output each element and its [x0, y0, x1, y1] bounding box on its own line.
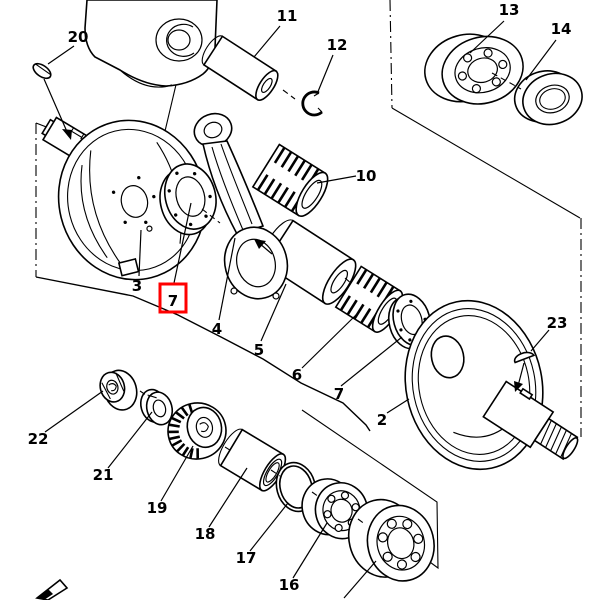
group-bracket-line	[35, 276, 371, 432]
oil-seal-14	[513, 70, 583, 126]
leader-6	[301, 312, 359, 369]
leader-16	[292, 522, 328, 579]
crank-wheel-left-3	[57, 119, 207, 281]
part-label-22[interactable]: 22	[28, 430, 49, 448]
part-label-20[interactable]: 20	[68, 28, 89, 46]
pinion-gear-19	[167, 402, 227, 460]
lock-washer-21	[139, 388, 174, 426]
direction-arrow	[35, 578, 69, 600]
ball-bearing-13	[424, 33, 524, 105]
leader-4	[218, 237, 236, 321]
leader-12	[316, 54, 334, 95]
spacer-bushing-18	[218, 428, 287, 492]
circlip-12	[301, 90, 323, 117]
part-label-7b[interactable]: 7	[334, 385, 344, 403]
part-label-7a[interactable]: 7	[168, 292, 178, 310]
leader-20	[43, 45, 75, 135]
dowel-pin-20	[32, 62, 52, 80]
part-label-17[interactable]: 17	[236, 549, 257, 567]
woodruff-key-23	[513, 351, 536, 364]
part-label-6[interactable]: 6	[292, 366, 302, 384]
highlight-box[interactable]	[158, 282, 188, 314]
piston-pin-11	[201, 35, 279, 101]
part-label-5[interactable]: 5	[254, 341, 264, 359]
leader-17	[249, 502, 289, 552]
leader-23	[530, 329, 550, 352]
leader-7b	[340, 336, 403, 387]
flanged-nut-22	[99, 369, 138, 411]
leader-15	[343, 560, 377, 599]
piston	[84, 0, 218, 88]
leader-2	[386, 398, 410, 414]
part-label-14[interactable]: 14	[551, 20, 572, 38]
part-label-16[interactable]: 16	[279, 576, 300, 594]
leader-13	[469, 20, 505, 54]
part-label-18[interactable]: 18	[195, 525, 216, 543]
part-label-23[interactable]: 23	[547, 314, 568, 332]
part-label-11[interactable]: 11	[277, 7, 298, 25]
leader-18	[208, 467, 248, 528]
part-label-2[interactable]: 2	[377, 411, 387, 429]
leader-14	[525, 39, 557, 81]
part-label-3[interactable]: 3	[132, 277, 142, 295]
leader-10	[316, 175, 357, 184]
leader-11	[253, 25, 281, 58]
connecting-rod	[193, 112, 289, 300]
crank-wheel-right-2	[404, 299, 579, 471]
leader-19	[160, 445, 194, 502]
leader-7a	[173, 202, 192, 284]
leader-5	[260, 283, 287, 342]
part-label-13[interactable]: 13	[499, 1, 520, 19]
ball-bearing-15	[347, 498, 435, 582]
assembly-border-panels	[35, 0, 582, 570]
part-label-10[interactable]: 10	[356, 167, 377, 185]
leader-22	[44, 390, 104, 433]
part-number-labels: 20 11 12 13 14 10 3 7 4 5 6 7 2 23 22 21 19 18 17 16	[28, 1, 572, 594]
needle-bearing-10	[251, 143, 329, 217]
part-label-19[interactable]: 19	[147, 499, 168, 517]
leader-lines	[43, 20, 557, 599]
crankshaft-right-shaft	[482, 380, 579, 461]
part-label-12[interactable]: 12	[327, 36, 348, 54]
alignment-centerlines	[139, 72, 525, 526]
part-label-4[interactable]: 4	[212, 320, 222, 338]
part-label-21[interactable]: 21	[93, 466, 114, 484]
leader-21	[107, 411, 153, 469]
leader-3	[138, 229, 142, 277]
